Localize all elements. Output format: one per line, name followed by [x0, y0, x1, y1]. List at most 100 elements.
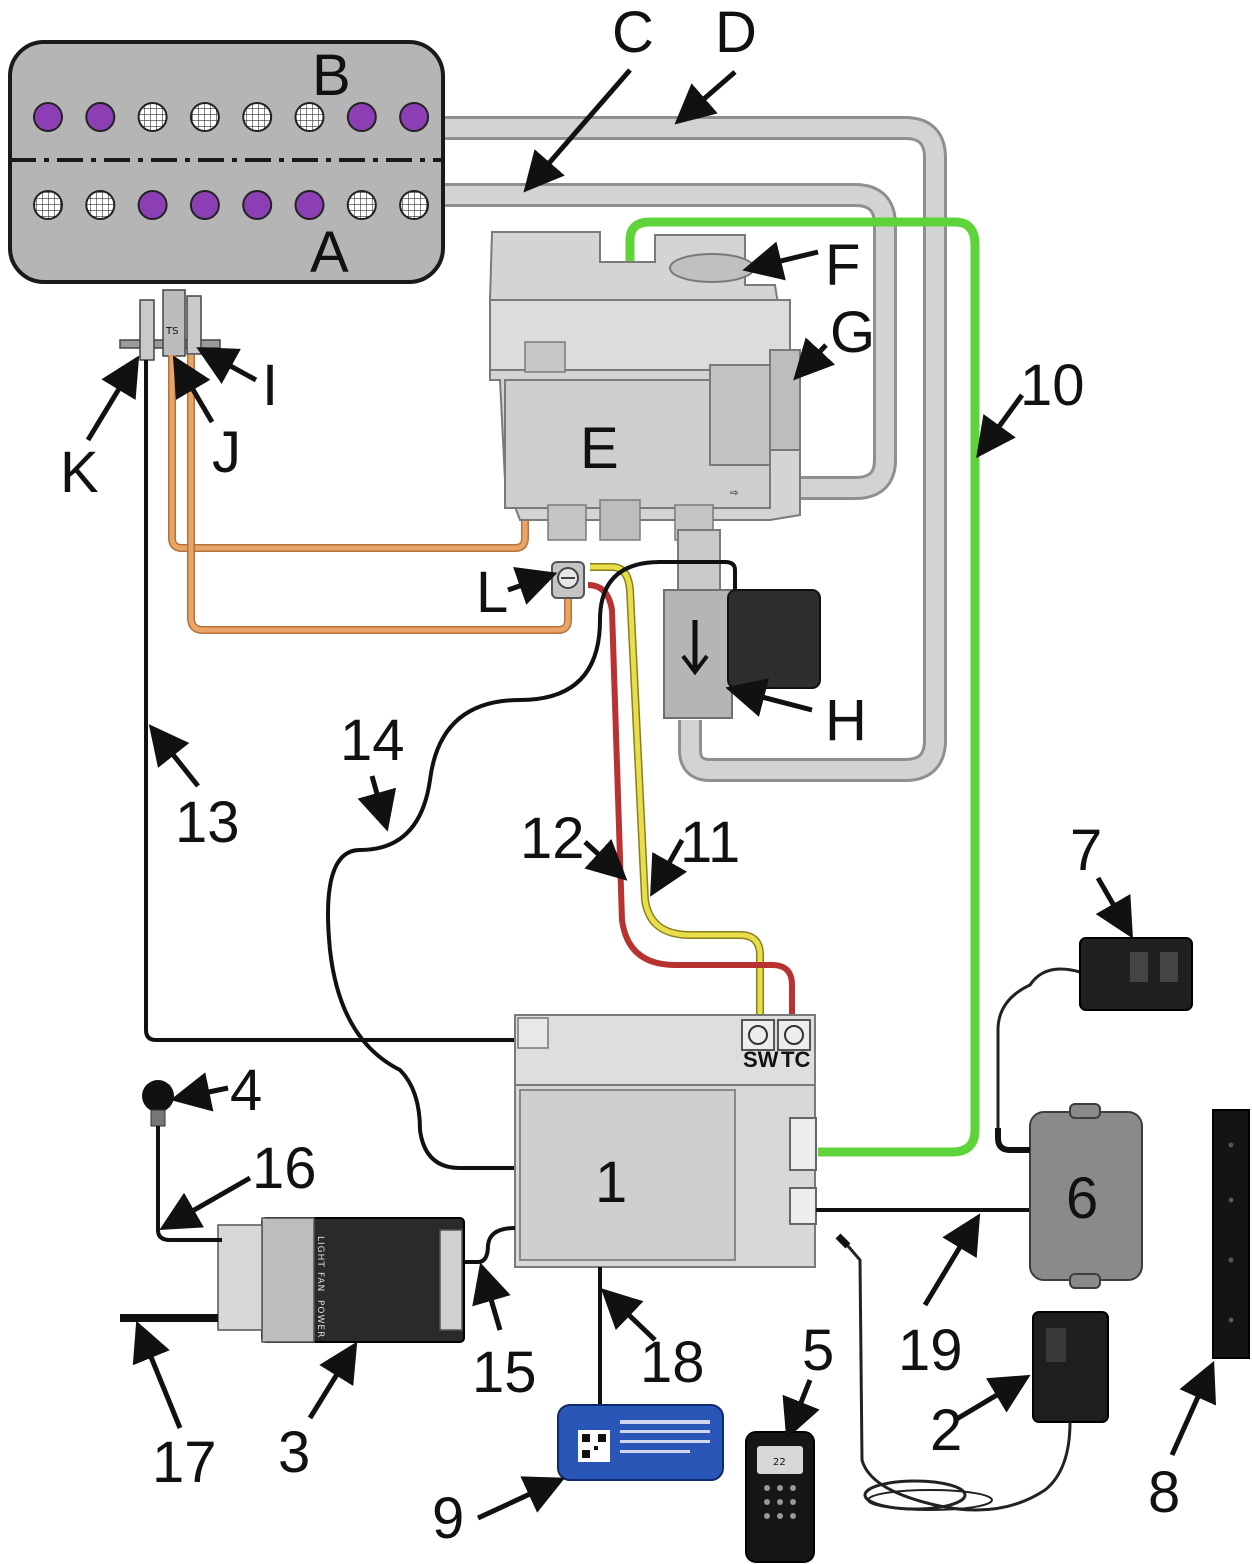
arrow-h: [725, 678, 813, 717]
label-l: L: [476, 560, 508, 625]
burner-row-b-port-3-inactive: [137, 102, 168, 132]
label-c: C: [612, 0, 654, 65]
arrow-5: [782, 1379, 820, 1440]
label-10: 10: [1020, 353, 1085, 418]
wire-12-red: [587, 582, 795, 1020]
arrow-18: [600, 1288, 657, 1342]
gas-pipe-d: [440, 116, 947, 782]
arrow-l: [507, 567, 558, 605]
label-i: I: [262, 353, 278, 418]
burner-row-b-port-6-inactive: [294, 102, 325, 132]
burner-row-b-port-2-active: [85, 102, 116, 132]
arrow-g: [793, 337, 836, 381]
arrow-13: [148, 724, 200, 788]
gas-pipe-c: [440, 183, 897, 500]
terminal-tc-label: TC: [781, 1047, 810, 1072]
arrow-16: [159, 1175, 252, 1230]
label-19: 19: [898, 1318, 963, 1383]
label-15: 15: [472, 1340, 537, 1405]
arrow-f: [742, 241, 819, 281]
module3-light-label: LIGHT: [315, 1236, 325, 1268]
burner-zone-b-label: B: [312, 43, 351, 108]
pilot-ts-marking: TS: [165, 326, 178, 337]
label-13: 13: [175, 790, 240, 855]
arrow-c: [523, 68, 632, 193]
light-bulb-4: [142, 1080, 222, 1242]
label-2: 2: [930, 1398, 962, 1463]
label-11: 11: [680, 810, 740, 875]
arrow-14: [357, 775, 397, 832]
arrow-7: [1095, 876, 1133, 939]
terminal-sw-label: SW: [743, 1047, 779, 1072]
ignition-electrode: [139, 299, 155, 361]
module3-fan-label: FAN: [315, 1272, 325, 1292]
arrow-19: [922, 1213, 981, 1307]
arrow-15: [472, 1262, 511, 1331]
burner-row-b-port-7-active: [346, 102, 377, 132]
burner-row-b-port-5-inactive: [242, 102, 273, 132]
wire-11-yellow-core: [590, 564, 763, 1020]
arrow-d: [674, 70, 737, 125]
arrow-2: [953, 1374, 1031, 1423]
label-g: G: [830, 300, 875, 365]
label-j: J: [212, 420, 241, 485]
label-17: 17: [152, 1430, 217, 1495]
power-adapter-2: [835, 1233, 1109, 1512]
valve-label-e: E: [580, 416, 619, 481]
receiver-module: 6: [1029, 1103, 1143, 1289]
burner-row-b-port-1-active: [33, 102, 63, 132]
label-18: 18: [640, 1330, 705, 1395]
label-h: H: [825, 688, 867, 753]
pilot-burner: [186, 295, 202, 355]
wifi-module-9: [557, 1404, 724, 1481]
arrow-10: [976, 393, 1025, 459]
label-4: 4: [230, 1058, 262, 1123]
orange-pilot-tubes: [168, 355, 572, 634]
burner: B A: [8, 40, 445, 285]
callout-labels: C D F G H I J K L 10 11 12 13 14 15 16 1…: [60, 0, 1217, 1551]
label-d: D: [715, 0, 757, 65]
burner-row-a-port-3-active: [137, 190, 168, 220]
arrow-9: [476, 1476, 566, 1521]
power-adapter-7: [995, 937, 1193, 1153]
wire-14-black: [326, 560, 737, 1170]
burner-row-a-port-1-inactive: [33, 190, 63, 220]
label-3: 3: [278, 1420, 310, 1485]
thermocouple: [162, 289, 186, 357]
arrow-17: [132, 1320, 183, 1429]
flow-arrow-glyph: ⇨: [730, 488, 738, 499]
label-12: 12: [520, 806, 585, 871]
control-box: SW TC 1: [514, 1014, 817, 1268]
module3-power-label: POWER: [315, 1300, 325, 1338]
pilot-assembly: TS: [119, 289, 221, 361]
motor-unit-h: [663, 589, 821, 719]
remote-display-readout: 22: [773, 1457, 786, 1468]
burner-row-b-port-8-active: [399, 102, 430, 132]
wire-15: [462, 1226, 516, 1264]
label-16: 16: [252, 1136, 317, 1201]
label-k: K: [60, 440, 99, 505]
arrow-i: [196, 347, 258, 384]
remote-control-5: 22: [745, 1431, 815, 1563]
relay-module-3: LIGHT FAN POWER: [217, 1217, 465, 1343]
label-8: 8: [1148, 1460, 1180, 1525]
wire-13: [144, 360, 548, 1042]
label-5: 5: [802, 1318, 834, 1383]
arrow-11: [650, 838, 688, 897]
label-7: 7: [1070, 818, 1102, 883]
label-14: 14: [340, 708, 405, 773]
burner-row-a-port-5-active: [242, 190, 273, 220]
receiver-label-6: 6: [1066, 1166, 1098, 1231]
arrow-4: [170, 1072, 229, 1112]
burner-row-a-port-2-inactive: [85, 190, 116, 220]
burner-row-b-port-4-inactive: [189, 102, 220, 132]
green-cable-10: [625, 217, 980, 1157]
label-f: F: [825, 233, 860, 298]
burner-row-a-port-4-active: [189, 190, 220, 220]
connector-l: [551, 561, 585, 599]
arrow-8: [1169, 1360, 1217, 1457]
burner-zone-a-label: A: [310, 220, 349, 285]
arrow-3: [307, 1341, 358, 1420]
arrow-k: [85, 355, 140, 442]
